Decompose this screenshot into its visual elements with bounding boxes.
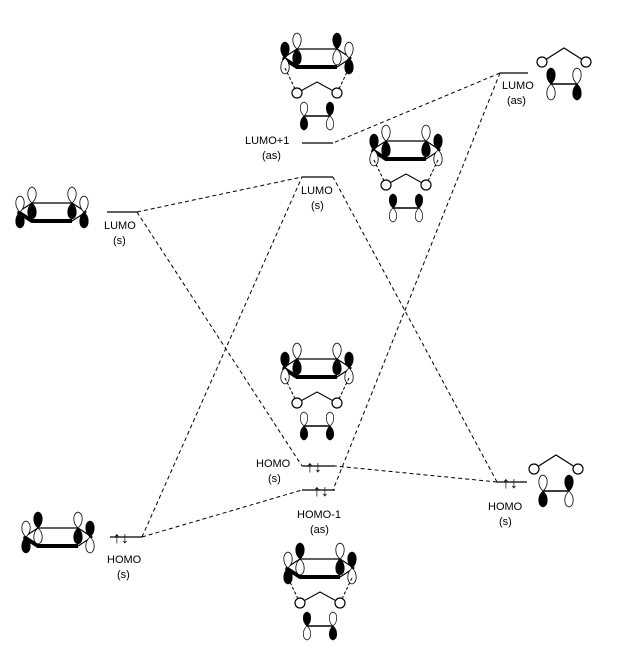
electrons-c-homo1: ↑↓ xyxy=(313,483,329,500)
orbital-c-homo1 xyxy=(284,543,356,640)
electrons-left-homo: ↑↓ xyxy=(113,530,129,547)
label-right-lumo: LUMO xyxy=(502,80,534,92)
labels: LUMO (s) HOMO (s) LUMO (as) HOMO (s) LUM… xyxy=(104,80,534,581)
corr-left-homo-to-c-lumo xyxy=(141,176,303,538)
label-c-lumo1: LUMO+1 xyxy=(245,135,289,147)
label-right-lumo-sym: (as) xyxy=(507,95,526,107)
corr-right-lumo-to-c-homo1 xyxy=(332,72,501,491)
corr-right-homo-to-c-homo xyxy=(334,465,498,483)
corr-right-homo-to-c-lumo xyxy=(332,176,498,483)
orbital-right-homo xyxy=(528,454,584,507)
label-c-homo1: HOMO-1 xyxy=(297,509,341,521)
label-right-homo-sym: (s) xyxy=(499,516,512,528)
orbital-left-lumo xyxy=(16,187,88,228)
corr-left-homo-to-c-homo1 xyxy=(141,489,303,538)
correlation-lines xyxy=(136,72,501,538)
corr-left-lumo-to-c-lumo xyxy=(136,176,303,213)
electron-pairs: ↑↓ ↑↓ ↑↓ ↑↓ xyxy=(113,459,518,547)
electrons-c-homo: ↑↓ xyxy=(306,459,322,476)
orbital-c-lumo xyxy=(370,125,442,222)
label-left-lumo: LUMO xyxy=(104,220,136,232)
orbital-c-lumo1 xyxy=(281,33,353,130)
orbital-right-lumo xyxy=(536,47,592,100)
label-left-homo-sym: (s) xyxy=(117,569,130,581)
label-c-lumo1-sym: (as) xyxy=(262,150,281,162)
electrons-right-homo: ↑↓ xyxy=(502,475,518,492)
orbital-left-homo xyxy=(22,512,94,553)
label-left-lumo-sym: (s) xyxy=(113,235,126,247)
corr-left-lumo-to-c-homo xyxy=(136,211,303,467)
orbital-c-homo xyxy=(281,343,353,440)
energy-levels xyxy=(107,72,528,538)
corr-right-lumo-to-c-lumo1 xyxy=(332,72,501,144)
label-c-homo: HOMO xyxy=(256,458,291,470)
label-c-lumo-sym: (s) xyxy=(311,200,324,212)
label-c-homo1-sym: (as) xyxy=(310,524,329,536)
label-c-homo-sym: (s) xyxy=(268,473,281,485)
label-left-homo: HOMO xyxy=(107,554,142,566)
label-right-homo: HOMO xyxy=(488,501,523,513)
label-c-lumo: LUMO xyxy=(301,185,333,197)
